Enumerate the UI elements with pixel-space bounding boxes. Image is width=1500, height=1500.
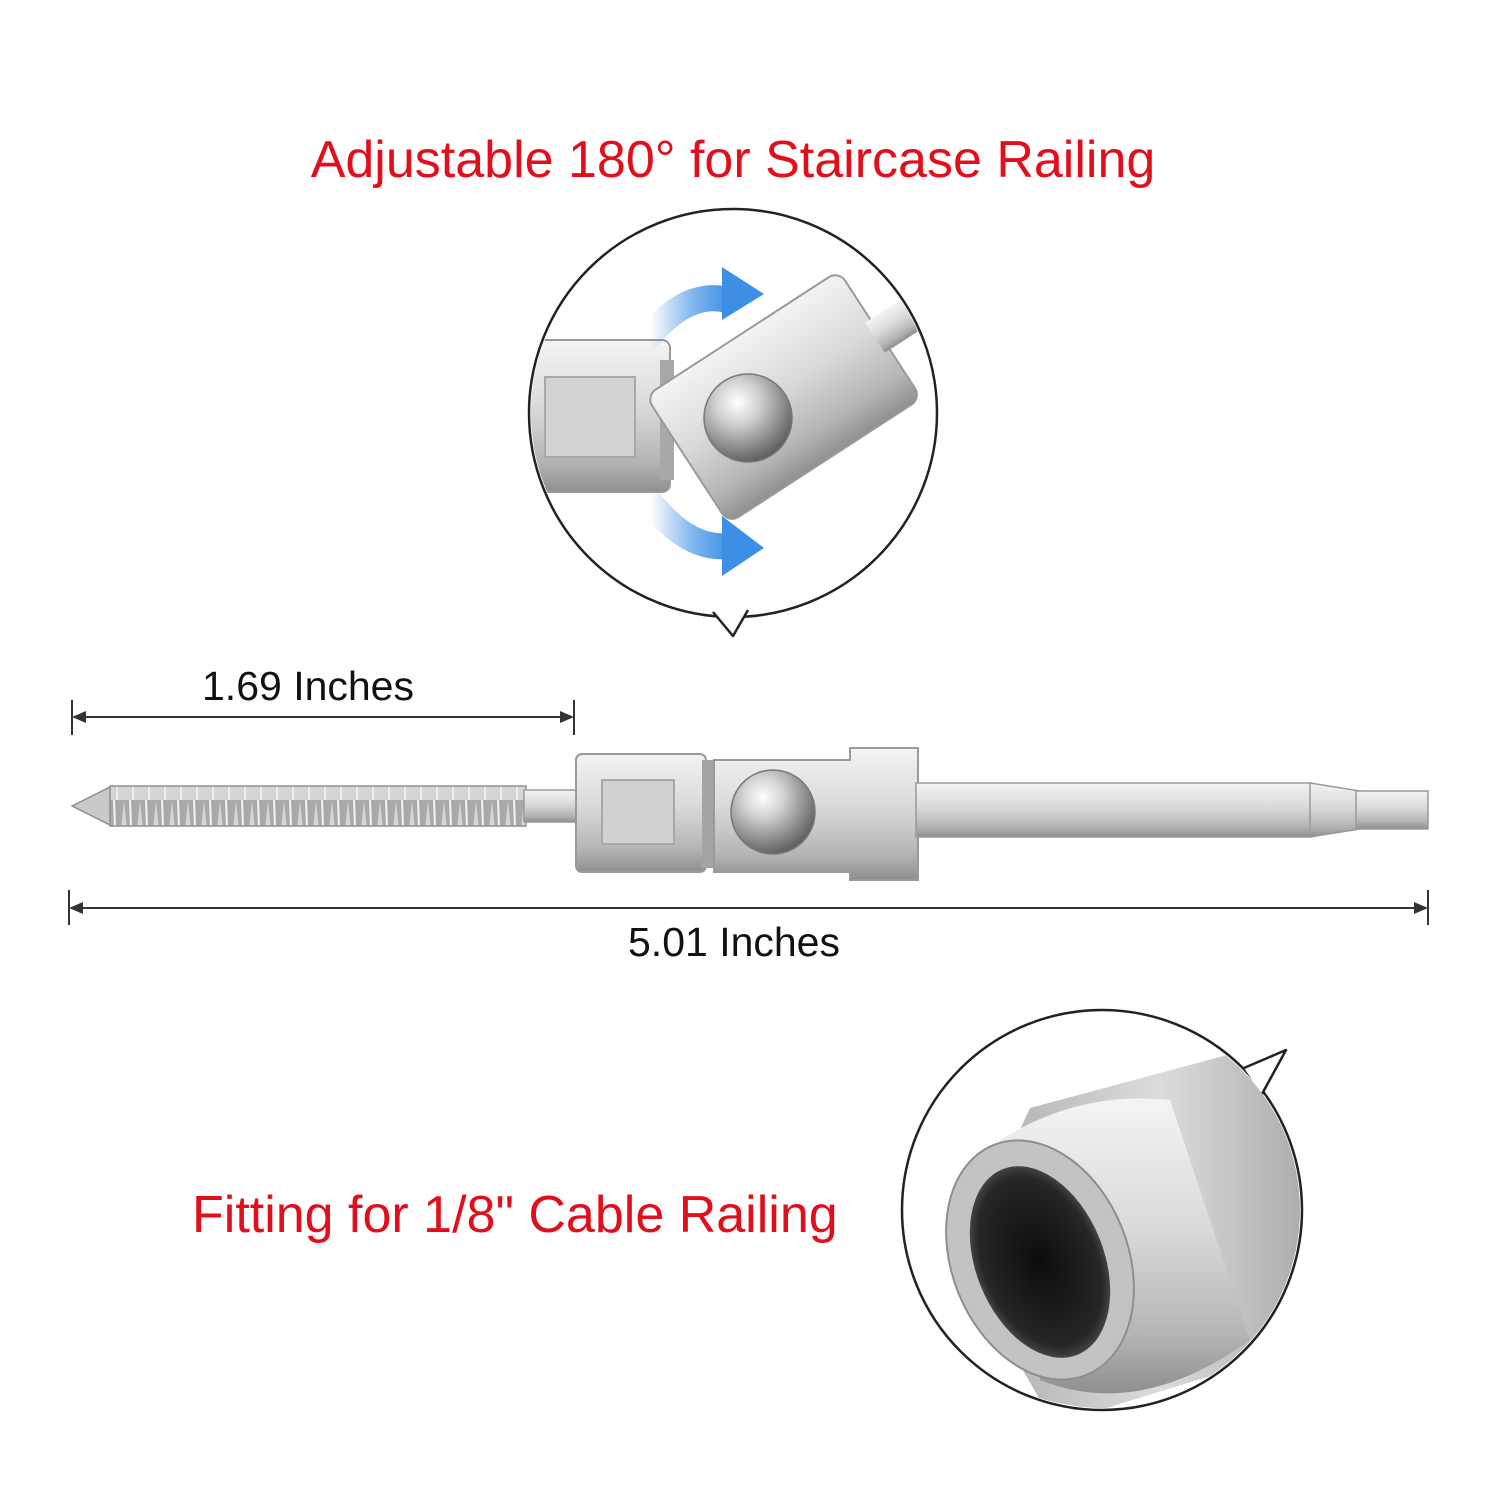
dimension-label-thread: 1.69 Inches [202,663,414,709]
headline-cable-fitting: Fitting for 1/8" Cable Railing [192,1186,838,1244]
cable-end-detail-callout [900,1008,1304,1412]
rotate-down-arrow-icon [637,489,764,576]
swivel-lag-screw-fitting [70,747,1429,881]
dimension-label-total: 5.01 Inches [628,919,840,965]
swivel-detail-callout [527,207,939,638]
rotate-up-arrow-icon [637,267,764,348]
headline-adjustable: Adjustable 180° for Staircase Railing [310,131,1156,189]
dimension-line-total [68,890,1429,925]
dimension-line-thread [71,700,575,735]
